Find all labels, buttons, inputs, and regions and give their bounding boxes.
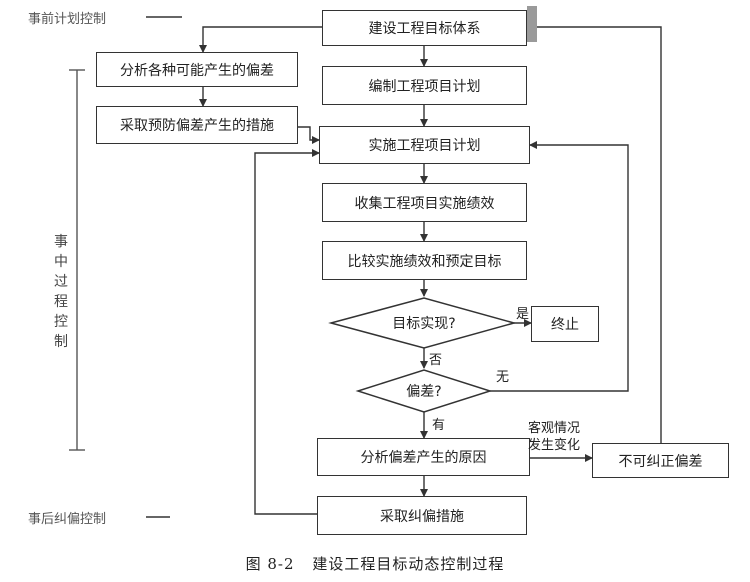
preventive-measures-box: 采取预防偏差产生的措施 <box>96 106 298 144</box>
target-system-box: 建设工程目标体系 <box>322 10 527 46</box>
decision-achieved-shape <box>328 297 517 349</box>
arrow-target-to-analyze-possible <box>199 26 322 53</box>
post-control-label: 事后纠偏控制 <box>28 512 107 527</box>
objective-change-label-1: 客观情况 <box>528 421 581 436</box>
compare-performance-box: 比较实施绩效和预定目标 <box>322 241 527 280</box>
collect-performance-box: 收集工程项目实施绩效 <box>322 183 527 222</box>
decision-deviation-shape <box>355 369 493 413</box>
cannot-correct-box: 不可纠正偏差 <box>592 443 729 478</box>
arrow-corrective-loop <box>254 149 320 515</box>
figure-title: 建设工程目标动态控制过程 <box>312 555 505 573</box>
pre-control-label: 事前计划控制 <box>28 12 107 27</box>
analyze-cause-box: 分析偏差产生的原因 <box>317 438 530 476</box>
terminate-box: 终止 <box>531 306 599 342</box>
decision-deviation-label: 偏差? <box>406 384 442 400</box>
corrective-measures-box: 采取纠偏措施 <box>317 496 527 535</box>
no-label: 否 <box>429 353 443 368</box>
objective-change-label-2: 发生变化 <box>528 438 581 453</box>
yes-label: 是 <box>516 307 530 322</box>
figure-caption: 图 8-2 建设工程目标动态控制过程 <box>0 553 750 574</box>
analyze-possible-deviation-box: 分析各种可能产生的偏差 <box>96 52 298 87</box>
compile-plan-box: 编制工程项目计划 <box>322 66 527 105</box>
arrow-none-loop <box>490 141 629 392</box>
figure-number: 图 8-2 <box>245 555 295 573</box>
arrow-preventive-to-implement <box>298 126 320 144</box>
have-label: 有 <box>432 418 446 433</box>
implement-plan-box: 实施工程项目计划 <box>319 126 530 164</box>
none-label: 无 <box>496 370 510 385</box>
arrow-cannot-correct-to-target <box>529 23 662 443</box>
mid-control-label: 事中过程控制 <box>54 234 68 350</box>
decision-achieved-label: 目标实现? <box>392 316 456 332</box>
box-shadow <box>527 6 537 42</box>
